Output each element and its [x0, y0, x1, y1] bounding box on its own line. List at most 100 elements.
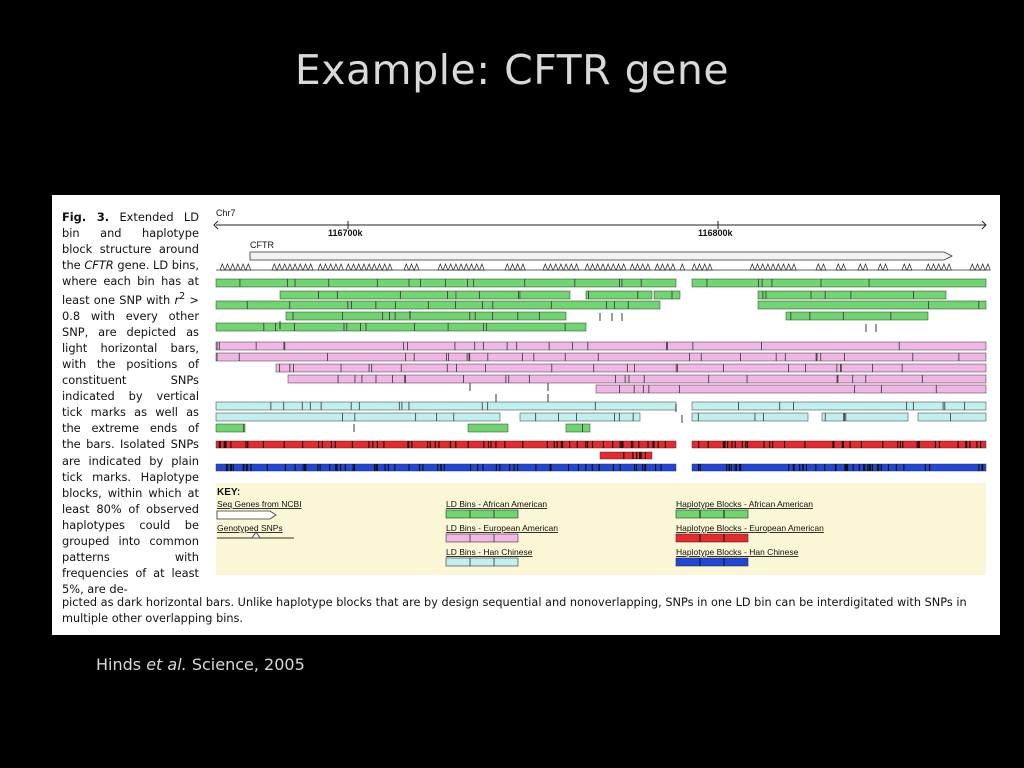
snp-marker: [302, 263, 309, 271]
ld-bin-african-american: [585, 290, 653, 300]
ld-bin-han-chinese: [519, 412, 641, 422]
ld-bin-african-american: [215, 278, 677, 288]
snp-marker: [371, 263, 378, 271]
snp-marker: [361, 263, 367, 271]
snp-marker: [240, 263, 246, 271]
caption-text-1: Extended LD bin and haplotype block stru…: [62, 210, 199, 273]
snp-marker: [935, 263, 942, 271]
snp-marker: [584, 263, 591, 271]
snp-marker: [775, 263, 782, 271]
ld-bin-european-american: [287, 374, 987, 384]
citation: Hinds et al. Science, 2005: [96, 655, 305, 674]
snp-marker: [442, 263, 449, 271]
caption-gene: CFTR: [84, 258, 114, 273]
snp-marker: [594, 263, 601, 271]
swatch-bar: [445, 557, 519, 567]
caption-label: Fig. 3.: [62, 210, 110, 224]
snp-marker: [229, 263, 236, 271]
snp-marker: [447, 263, 454, 271]
snp-marker: [355, 263, 362, 271]
ld-bin-african-american: [565, 423, 591, 433]
snp-marker: [408, 263, 415, 271]
swatch-bar: [675, 509, 749, 519]
ld-bin-african-american: [467, 423, 509, 433]
snp-marker: [654, 263, 661, 271]
snp-marker: [701, 263, 708, 271]
snp-marker: [615, 263, 622, 271]
snp-marker: [906, 263, 913, 271]
snp-marker: [509, 263, 516, 271]
snp-marker: [835, 263, 842, 271]
figure-panel: Fig. 3. Extended LD bin and haplotype bl…: [52, 195, 1000, 635]
haplotype-block-european-american: [599, 451, 653, 460]
haplotype-block-european-american: [215, 440, 677, 449]
snp-marker: [840, 263, 847, 271]
snp-marker: [287, 263, 293, 271]
ld-bin-african-american: [519, 290, 571, 300]
key-ld-european-label: LD Bins - European American: [446, 523, 558, 533]
snp-marker: [639, 263, 646, 271]
snp-marker: [468, 263, 475, 271]
snp-marker: [877, 263, 884, 271]
key-genotyped-snps-label: Genotyped SNPs: [217, 523, 283, 533]
snp-marker: [759, 263, 766, 271]
key-hap-han-label: Haplotype Blocks - Han Chinese: [676, 547, 799, 557]
snp-marker: [245, 263, 252, 271]
key-hap-african-swatch: [675, 509, 749, 519]
snp-marker: [600, 263, 606, 271]
gene-label: CFTR: [250, 240, 274, 250]
snp-marker: [292, 263, 298, 271]
key-hap-han-swatch: [675, 557, 749, 567]
haplotype-block-european-american: [691, 440, 987, 449]
snp-marker: [857, 263, 864, 271]
snp-marker: [670, 263, 676, 271]
caption-r-exp: 2: [179, 291, 186, 303]
snp-marker: [610, 263, 617, 271]
key-ld-han-label: LD Bins - Han Chinese: [446, 547, 533, 557]
snp-marker: [946, 263, 952, 271]
citation-rest: Science, 2005: [186, 655, 305, 674]
snp-marker: [925, 263, 932, 271]
snp-marker: [780, 263, 787, 271]
snp-marker: [791, 263, 797, 271]
snp-marker: [520, 263, 526, 271]
snp-marker: [473, 263, 480, 271]
key-ld-african-label: LD Bins - African American: [446, 499, 547, 509]
cftr-gene-arrow: [249, 251, 953, 261]
snp-marker: [749, 263, 756, 271]
snp-marker: [307, 263, 314, 271]
swatch-bar: [675, 533, 749, 543]
ld-bin-european-american: [275, 363, 987, 373]
slide-title: Example: CFTR gene: [294, 46, 730, 94]
snp-marker: [882, 263, 889, 271]
snp-marker: [707, 263, 713, 271]
swatch-bar: [445, 509, 519, 519]
key-hap-african-label: Haplotype Blocks - African American: [676, 499, 813, 509]
ld-bin-han-chinese: [691, 401, 987, 411]
snp-marker: [941, 263, 947, 271]
snp-marker: [969, 263, 976, 271]
snp-marker: [219, 263, 226, 271]
snp-marker: [297, 263, 304, 271]
snp-marker: [542, 263, 549, 271]
snp-marker: [437, 263, 444, 271]
ruler-tick-label-2: 116800k: [698, 228, 734, 238]
snp-marker: [276, 263, 283, 271]
ld-bin-african-american: [215, 423, 246, 433]
ld-bin-european-american: [595, 384, 987, 394]
haplotype-block-han-chinese: [215, 463, 677, 472]
snp-marker: [664, 263, 671, 271]
snp-marker: [453, 263, 459, 271]
snp-marker: [659, 263, 666, 271]
caption-continuation: picted as dark horizontal bars. Unlike h…: [62, 596, 967, 625]
ruler-left-arrow-icon: [213, 220, 219, 230]
snp-marker: [573, 263, 580, 271]
snp-marker: [815, 263, 822, 271]
ld-bin-african-american: [653, 290, 681, 300]
caption-text-2: gene. LD bins, where each bin has at lea…: [62, 258, 199, 308]
ld-bin-han-chinese: [215, 401, 677, 411]
snp-marker: [413, 263, 420, 271]
key-box: [216, 483, 986, 575]
haplotype-block-han-chinese: [691, 463, 987, 472]
snp-marker: [366, 263, 372, 271]
